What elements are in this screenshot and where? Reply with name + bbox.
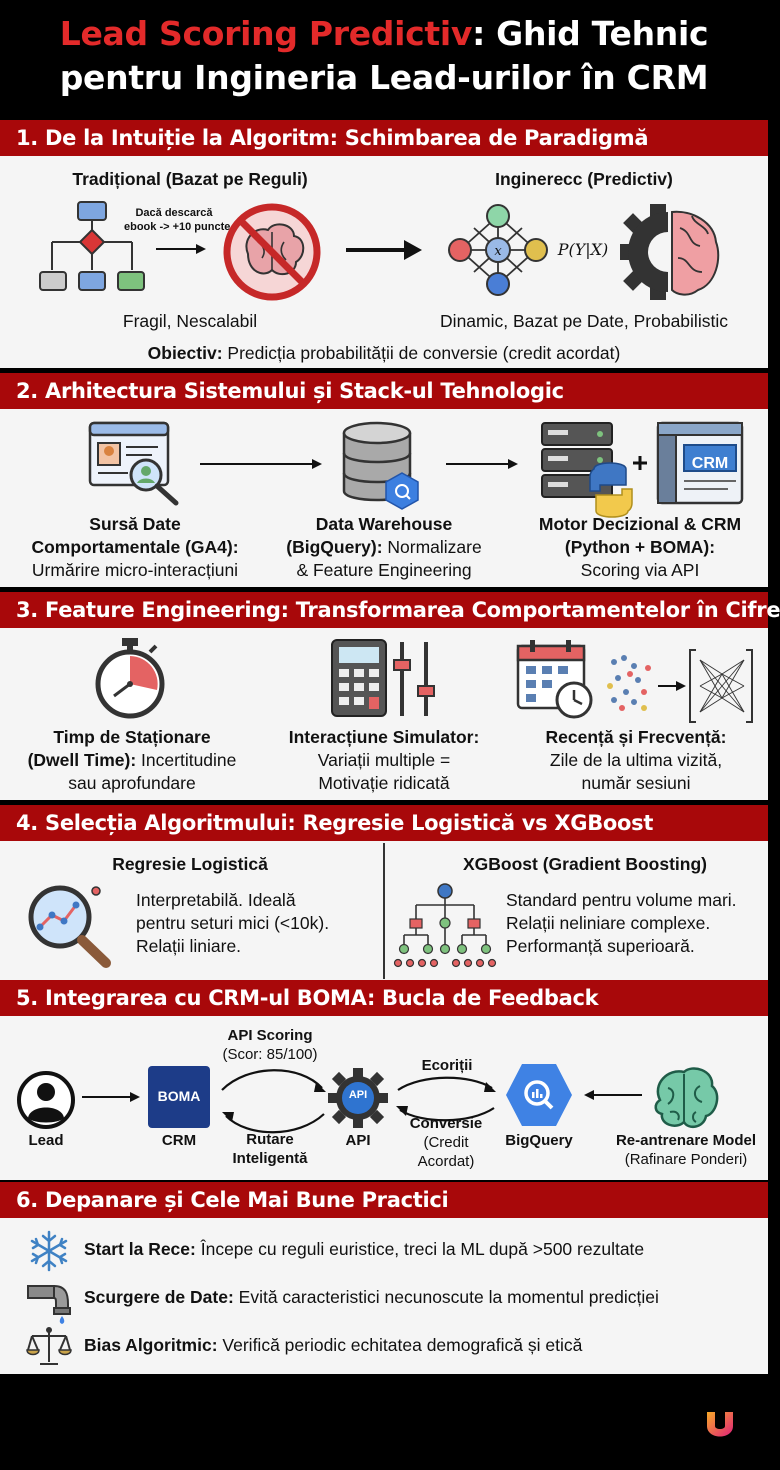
data-to-model-icon	[607, 649, 753, 723]
section-4-heading: 4. Selecția Algoritmului: Regresie Logis…	[0, 805, 768, 841]
boma-logo: BOMA	[148, 1066, 210, 1128]
decision-tree-icon	[393, 883, 497, 968]
section-4-panel: Regresie Logistică Interpretabilă. Ideal…	[0, 841, 768, 981]
arrow-right-icon	[446, 459, 518, 469]
xgb-desc: Standard pentru volume mari.Relații neli…	[506, 890, 737, 956]
retrain-sub: (Rafinare Ponderi)	[624, 1151, 748, 1168]
traditional-title: Tradițional (Bazat pe Reguli)	[72, 169, 308, 189]
gear-brain-icon	[620, 204, 720, 300]
recency-text: Recență și Frecvență:Zile de la ultima v…	[545, 727, 727, 793]
server-python-icon	[541, 422, 633, 518]
magnifier-chart-icon	[28, 885, 111, 968]
objective-line: Obiectiv: Predicția probabilității de co…	[147, 343, 621, 363]
stopwatch-icon	[95, 638, 165, 719]
crm-screen-label: CRM	[691, 455, 729, 472]
brand-logo-icon	[707, 1412, 733, 1437]
arrow-right-icon	[82, 1092, 140, 1102]
section-6-panel: Start la Rece: Începe cu reguli euristic…	[0, 1218, 768, 1374]
tip-data-leakage: Scurgere de Date: Evită caracteristici n…	[84, 1287, 659, 1307]
database-icon	[342, 421, 419, 510]
analytics-browser-icon	[88, 421, 179, 506]
crm-label: CRM	[161, 1132, 197, 1149]
api-gear-icon	[328, 1068, 388, 1128]
api-icon-text: API	[348, 1089, 368, 1101]
data-loop-arrows	[396, 1076, 496, 1122]
retrain-brain-icon	[654, 1067, 719, 1129]
boma-logo-text: BOMA	[157, 1088, 201, 1104]
big-arrow-right-icon	[346, 240, 422, 260]
no-brain-icon	[223, 203, 321, 301]
arrow-left-icon	[584, 1090, 642, 1100]
logreg-title: Regresie Logistică	[112, 854, 268, 874]
section-1-panel: Tradițional (Bazat pe Reguli) Inginerесc…	[0, 156, 768, 368]
neural-network-icon: x	[448, 204, 548, 296]
balance-scale-icon	[26, 1327, 72, 1365]
api-label: API	[345, 1132, 371, 1149]
simulator-text: Interacțiune Simulator:Variații multiple…	[288, 727, 480, 793]
svg-text:x: x	[494, 244, 502, 259]
calendar-clock-icon	[516, 640, 593, 719]
calculator-sliders-icon	[331, 639, 435, 717]
tip-cold-start: Start la Rece: Începe cu reguli euristic…	[84, 1239, 645, 1259]
lead-label: Lead	[28, 1132, 64, 1149]
leaking-pipe-icon	[27, 1284, 71, 1324]
dwell-text: Timp de Staționare(Dwell Time): Incertit…	[27, 727, 237, 793]
column-divider	[383, 843, 385, 979]
plus-icon	[633, 456, 647, 470]
conversions-title: Conversie	[409, 1115, 483, 1132]
scoring-loop-arrows	[221, 1069, 326, 1134]
bigquery-label: BigQuery	[505, 1132, 573, 1149]
scoring-title: API Scoring	[227, 1027, 313, 1044]
crm-window-icon	[656, 421, 744, 505]
snowflake-icon	[30, 1230, 68, 1272]
engineering-caption: Dinamic, Bazat pe Date, Probabilistic	[440, 311, 728, 331]
section-1-heading: 1. De la Intuiție la Algoritm: Schimbare…	[0, 120, 768, 156]
lead-avatar-icon	[17, 1071, 75, 1129]
retrain-title: Re-antrenare Model	[615, 1132, 757, 1149]
flowchart-icon	[39, 201, 145, 291]
section-6-heading: 6. Depanare și Cele Mai Bune Practici	[0, 1182, 768, 1218]
section-3-panel: Timp de Staționare(Dwell Time): Incertit…	[0, 628, 768, 800]
section-5-panel: Lead BOMA CRM API Scoring (Scor: 85/100)…	[0, 1016, 768, 1180]
arrow-right-icon	[156, 244, 206, 254]
traditional-caption: Fragil, Nescalabil	[122, 311, 258, 331]
section-5-heading: 5. Integrarea cu CRM-ul BOMA: Bucla de F…	[0, 980, 768, 1016]
ecoritii-label: Ecorіții	[421, 1057, 473, 1074]
engineering-title: Inginerесc (Predictiv)	[495, 169, 673, 189]
scoring-sub: (Scor: 85/100)	[222, 1046, 318, 1063]
probability-label: P(Y|X)	[557, 240, 609, 259]
tip-algorithmic-bias: Bias Algoritmic: Verifică periodic echit…	[84, 1335, 583, 1355]
xgb-title: XGBoost (Gradient Boosting)	[462, 854, 708, 874]
section-2-heading: 2. Arhitectura Sistemului și Stack-ul Te…	[0, 373, 768, 409]
engine-text: Motor Decizional & CRM(Python + BOMA):Sc…	[538, 514, 742, 580]
warehouse-text: Data Warehouse(BigQuery): Normalizare& F…	[286, 514, 482, 580]
bigquery-icon	[506, 1064, 572, 1126]
arrow-right-icon	[200, 459, 322, 469]
section-3-heading: 3. Feature Engineering: Transformarea Co…	[0, 592, 780, 628]
